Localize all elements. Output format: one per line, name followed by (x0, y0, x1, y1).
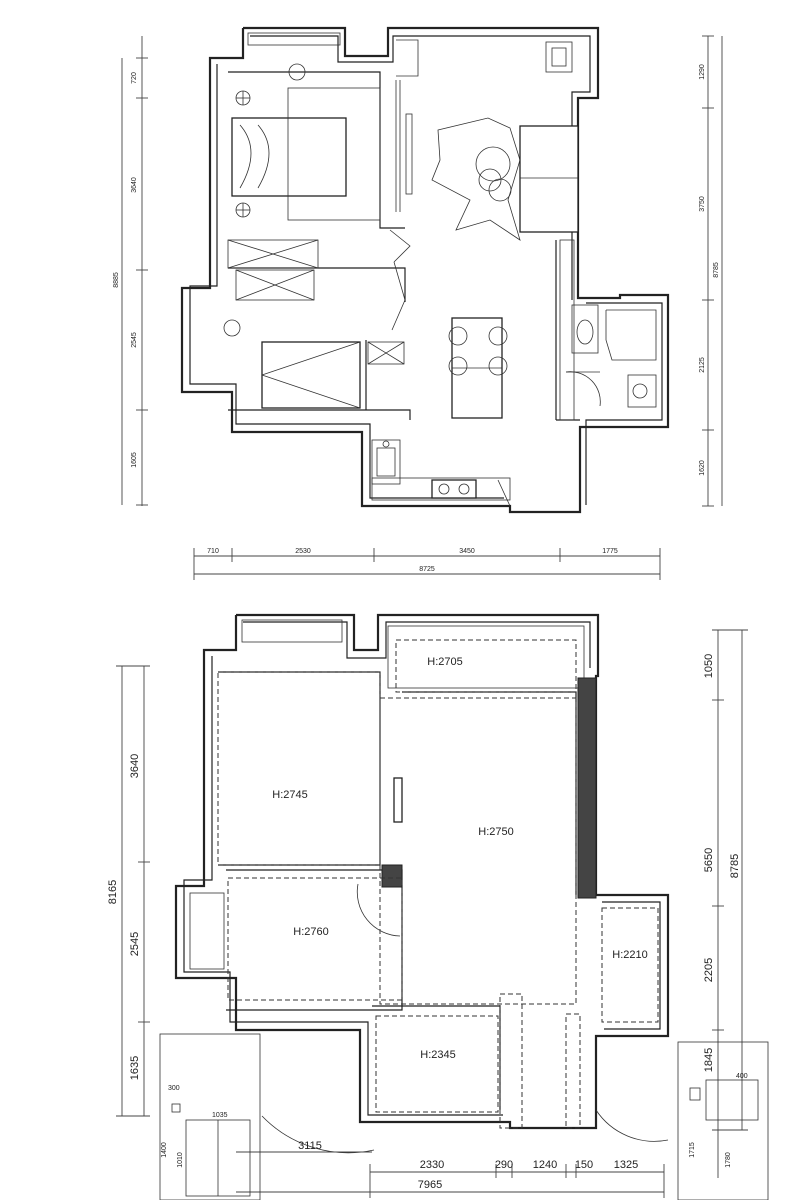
top-right-dim-1: 1290 (699, 64, 706, 80)
living-fixtures (389, 41, 579, 419)
bottom-dim-total: 7965 (418, 1179, 442, 1191)
bottom-floor-plan: H:2745 H:2705 H:2750 H:2760 H:2210 H:234… (107, 613, 769, 1200)
second-bed (223, 319, 405, 409)
top-bottom-dim-4: 1775 (602, 548, 618, 555)
bottom-dim-6: 1325 (614, 1159, 638, 1171)
inset-left-detail: 300 1035 1400 1010 (159, 1033, 261, 1200)
inset-right-dim-1: 400 (736, 1073, 748, 1080)
master-bed (231, 63, 381, 221)
room-height-labels: H:2745 H:2705 H:2750 H:2760 H:2210 H:234… (272, 656, 647, 1061)
top-right-dim-3: 2125 (699, 357, 706, 373)
room-height-living: H:2750 (478, 826, 513, 838)
top-bottom-dim-2: 2530 (295, 548, 311, 555)
top-exterior-walls (180, 26, 670, 514)
inset-left-dim-2: 1035 (212, 1112, 228, 1119)
top-bathroom (559, 239, 657, 421)
bottom-right-dim-1: 1050 (703, 654, 715, 678)
bottom-dim-1: 3115 (298, 1140, 322, 1152)
inset-right-detail: 400 1715 1780 (677, 1041, 769, 1200)
inset-left-dim-4: 1010 (177, 1152, 184, 1168)
top-right-dimensions: 1290 3750 8785 2125 1620 (699, 35, 723, 507)
inset-right-dim-3: 1780 (725, 1152, 732, 1168)
room-height-bedroom2: H:2760 (293, 926, 328, 938)
bottom-right-dim-4: 1845 (703, 1048, 715, 1072)
top-bottom-dim-total: 8725 (419, 566, 435, 573)
bottom-right-dim-total: 8785 (729, 854, 741, 878)
top-kitchen (371, 439, 511, 507)
top-left-dim-2: 3640 (131, 177, 138, 193)
room-height-bathroom: H:2210 (612, 949, 647, 961)
inset-left-dim-1: 300 (168, 1085, 180, 1092)
column-right (577, 677, 597, 899)
inset-right-dim-2: 1715 (689, 1142, 696, 1158)
top-right-dim-4: 1620 (699, 460, 706, 476)
top-left-dim-4: 1605 (131, 452, 138, 468)
top-bottom-dimensions: 710 2530 3450 1775 8725 (193, 548, 661, 580)
bottom-bottom-dimensions: 3115 2330 290 1240 150 1325 7965 (236, 1140, 665, 1198)
bottom-dim-3: 290 (495, 1159, 513, 1171)
bottom-dim-5: 150 (575, 1159, 593, 1171)
top-floor-plan: 720 3640 8885 2545 1605 1290 3750 8785 2… (113, 26, 723, 580)
top-bottom-dim-1: 710 (207, 548, 219, 555)
bottom-dim-2: 2330 (420, 1159, 444, 1171)
bottom-left-dimensions: 3640 8165 2545 1635 (107, 665, 150, 1117)
top-left-dim-total: 8885 (113, 272, 120, 288)
bottom-right-dim-2: 5650 (703, 848, 715, 872)
top-left-dimensions: 720 3640 8885 2545 1605 (113, 36, 148, 506)
column-center (381, 864, 403, 888)
bottom-left-dim-2: 2545 (129, 932, 141, 956)
bottom-right-dimensions: 1050 5650 8785 2205 1845 (703, 629, 748, 1178)
bottom-room-outlines (217, 639, 659, 1113)
top-left-dim-1: 720 (131, 72, 138, 84)
room-height-master: H:2745 (272, 789, 307, 801)
inset-left-dim-3: 1400 (161, 1142, 168, 1158)
bottom-left-dim-1: 3640 (129, 754, 141, 778)
wardrobe-top (227, 239, 319, 301)
bottom-right-dim-3: 2205 (703, 958, 715, 982)
top-right-dim-2: 3750 (699, 196, 706, 212)
room-height-kitchen: H:2345 (420, 1049, 455, 1061)
room-height-balcony: H:2705 (427, 656, 462, 668)
bottom-dim-4: 1240 (533, 1159, 557, 1171)
bottom-left-dim-total: 8165 (107, 880, 119, 904)
top-right-dim-total: 8785 (713, 262, 720, 278)
top-bottom-dim-3: 3450 (459, 548, 475, 555)
top-left-dim-3: 2545 (131, 332, 138, 348)
bottom-exterior-walls (174, 613, 670, 1154)
bottom-left-dim-3: 1635 (129, 1056, 141, 1080)
